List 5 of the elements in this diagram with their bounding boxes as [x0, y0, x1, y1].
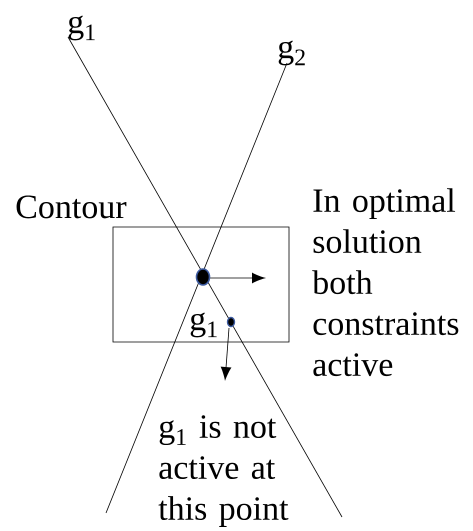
constraint-label: g$_{1}$ — [68, 16, 95, 40]
node-label: Contour — [16, 195, 126, 218]
point-label: g$_{1}$ — [190, 312, 217, 338]
note-text: g$_{1}$ is not active at this point — [158, 415, 288, 527]
constraint-label: g$_{2}$ — [278, 40, 305, 66]
